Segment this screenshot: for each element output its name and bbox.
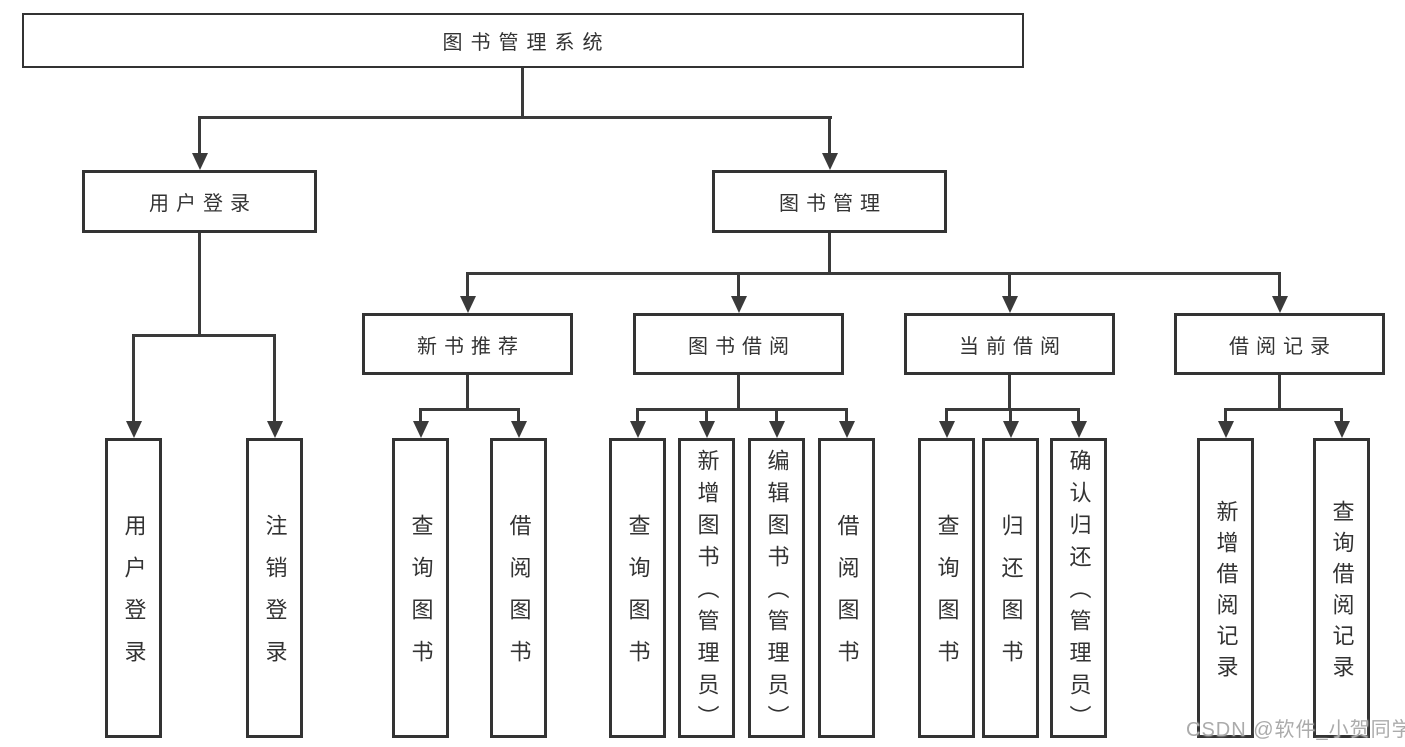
leaf-add-books-admin: 新增图书（管理员） [678, 438, 735, 738]
leaf-label: 用户登录 [121, 514, 147, 682]
node-label: 当前借阅 [959, 335, 1067, 358]
node-book-borrowing: 图书借阅 [633, 313, 844, 375]
arrow-to-leaf-confirm-return [1070, 409, 1087, 438]
connector-recommend-stem [466, 375, 469, 409]
leaf-borrow-books: 借阅图书 [818, 438, 875, 738]
node-new-book-recommendation: 新书推荐 [362, 313, 573, 375]
arrow-to-new-book-recommendation [459, 273, 476, 313]
connector-records-branch [1224, 407, 1343, 411]
leaf-query-books-borrowing: 查询图书 [609, 438, 666, 738]
connector-recommend-branch [419, 407, 520, 411]
connector-root-stem [520, 68, 524, 117]
leaf-logout: 注销登录 [246, 438, 303, 738]
connector-current-branch [945, 407, 1080, 411]
arrow-to-leaf-logout [266, 335, 283, 438]
connector-user-login-branch [132, 333, 276, 337]
leaf-label: 注销登录 [262, 514, 288, 682]
leaf-label: 借阅图书 [834, 514, 860, 682]
arrow-to-leaf-edit-books [768, 409, 785, 438]
connector-borrowing-stem [737, 375, 740, 409]
leaf-query-borrow-record: 查询借阅记录 [1313, 438, 1370, 738]
leaf-label: 查询图书 [625, 514, 651, 682]
node-book-management: 图书管理 [712, 170, 947, 233]
leaf-label: 归还图书 [998, 514, 1024, 682]
leaf-borrow-books-recommend: 借阅图书 [490, 438, 547, 738]
arrow-to-leaf-add-borrow-record [1217, 409, 1234, 438]
leaf-edit-books-admin: 编辑图书（管理员） [748, 438, 805, 738]
leaf-label: 确认归还（管理员） [1066, 449, 1092, 737]
node-label: 新书推荐 [417, 335, 525, 358]
leaf-query-books-recommend: 查询图书 [392, 438, 449, 738]
arrow-to-borrowing-records [1271, 273, 1288, 313]
leaf-label: 查询图书 [408, 514, 434, 682]
connector-level2-branch [198, 115, 832, 119]
leaf-label: 借阅图书 [506, 514, 532, 682]
leaf-query-books-current: 查询图书 [918, 438, 975, 738]
leaf-label: 编辑图书（管理员） [764, 449, 790, 737]
arrow-to-leaf-query-books-recommend [412, 409, 429, 438]
arrow-to-current-borrowing [1001, 273, 1018, 313]
connector-records-stem [1278, 375, 1281, 409]
node-library-management-system: 图书管理系统 [22, 13, 1024, 68]
connector-book-management-stem [828, 233, 831, 273]
node-label: 图书管理系统 [442, 32, 611, 54]
node-user-login: 用户登录 [82, 170, 317, 233]
arrow-to-book-management [821, 117, 838, 170]
connector-user-login-stem [198, 233, 201, 335]
leaf-label: 查询图书 [934, 514, 960, 682]
leaf-label: 新增借阅记录 [1213, 499, 1239, 686]
arrow-to-leaf-user-login [125, 335, 142, 438]
arrow-to-book-borrowing [730, 273, 747, 313]
leaf-add-borrow-record: 新增借阅记录 [1197, 438, 1254, 738]
node-borrowing-records: 借阅记录 [1174, 313, 1385, 375]
connector-current-stem [1008, 375, 1011, 409]
arrow-to-leaf-query-books-borrowing [629, 409, 646, 438]
connector-level3-branch [466, 271, 1281, 275]
leaf-user-login: 用户登录 [105, 438, 162, 738]
leaf-label: 查询借阅记录 [1329, 499, 1355, 686]
node-label: 借阅记录 [1229, 335, 1337, 358]
arrow-to-leaf-return-books [1002, 409, 1019, 438]
arrow-to-leaf-borrow-books [838, 409, 855, 438]
leaf-confirm-return-admin: 确认归还（管理员） [1050, 438, 1107, 738]
leaf-return-books: 归还图书 [982, 438, 1039, 738]
csdn-watermark: CSDN @软件_小贺同学 [1186, 719, 1405, 741]
node-current-borrowing: 当前借阅 [904, 313, 1115, 375]
arrow-to-user-login [191, 117, 208, 170]
node-label: 用户登录 [149, 193, 257, 215]
arrow-to-leaf-borrow-books-recommend [510, 409, 527, 438]
arrow-to-leaf-query-books-current [938, 409, 955, 438]
leaf-label: 新增图书（管理员） [694, 449, 720, 737]
arrow-to-leaf-query-borrow-record [1333, 409, 1350, 438]
connector-borrowing-branch [636, 407, 848, 411]
node-label: 图书管理 [779, 193, 887, 215]
node-label: 图书借阅 [688, 335, 796, 358]
arrow-to-leaf-add-books [698, 409, 715, 438]
